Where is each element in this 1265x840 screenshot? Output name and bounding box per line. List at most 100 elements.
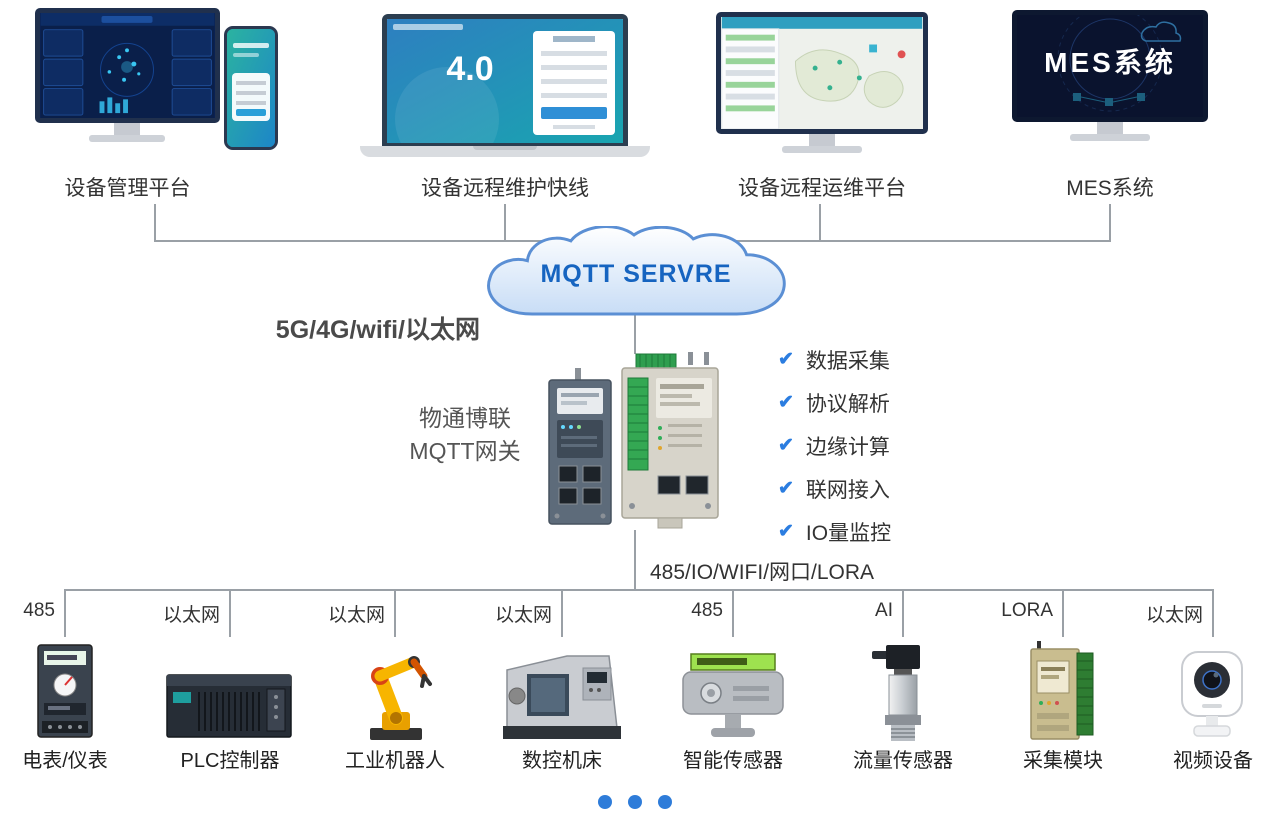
monitor-stand: [114, 123, 140, 135]
monitor-stand: [1097, 122, 1123, 134]
connector-platform2-stub: [504, 204, 506, 241]
device-acquisition-module: [988, 635, 1138, 743]
feature-text: 联网接入: [805, 478, 890, 502]
connector-drop-4: [561, 589, 563, 637]
laptop-bigtext: 4.0: [446, 50, 494, 88]
gateway-large-icon: [621, 352, 719, 529]
cloud-icon: [487, 225, 786, 316]
gateway-name-line2: MQTT网关: [409, 438, 521, 465]
cnc-machine-icon: [503, 655, 621, 739]
device-label-smart-sensor: 智能传感器: [683, 750, 783, 772]
gateway-name: 物通博联 MQTT网关: [394, 402, 536, 469]
laptop-base: [360, 146, 650, 157]
laptop-screen-graphic: [387, 19, 623, 143]
dashboard-screen-graphic: [40, 13, 215, 118]
uplink-protocol-label: 5G/4G/wifi/以太网: [275, 316, 480, 344]
platform-label-remote-om: 设备远程运维平台: [738, 177, 906, 200]
acquisition-module-icon: [1030, 641, 1094, 740]
conn-label-2: 以太网: [162, 605, 220, 626]
connector-bottom-bus: [64, 589, 1214, 591]
downlink-protocol-label: 485/IO/WIFI/网口/LORA: [650, 561, 875, 584]
connector-drop-5: [732, 589, 734, 637]
video-camera-icon: [1181, 651, 1243, 737]
device-video-camera: [1138, 635, 1265, 743]
monitor-stand-base: [1070, 134, 1150, 141]
connector-platform4-stub: [1109, 204, 1111, 241]
connector-platform3-stub: [819, 204, 821, 241]
device-electric-meter: [0, 635, 140, 743]
feature-item: ✔ 协议解析: [778, 381, 891, 424]
platform-label-remote-maintenance: 设备远程维护快线: [421, 177, 589, 200]
connector-drop-3: [394, 589, 396, 637]
platform-label-mes: MES系统: [1066, 177, 1154, 200]
gateway-name-line1: 物通博联: [419, 405, 511, 431]
gateway-feature-list: ✔ 数据采集 ✔ 协议解析 ✔ 边缘计算 ✔ 联网接入 ✔ IO量监控: [778, 338, 891, 553]
device-management-monitor: [35, 8, 220, 123]
connector-gateway-to-bus: [634, 530, 636, 591]
feature-item: ✔ 数据采集: [778, 338, 891, 381]
smart-sensor-icon: [682, 653, 784, 737]
device-label-flow-sensor: 流量传感器: [853, 750, 953, 772]
connector-drop-2: [229, 589, 231, 637]
check-icon: ✔: [778, 349, 794, 370]
mobile-phone: [224, 26, 278, 150]
gateway-small-icon: [548, 368, 612, 525]
conn-label-1: 485: [23, 600, 55, 621]
industrial-robot-icon: [370, 656, 432, 740]
connector-drop-1: [64, 589, 66, 637]
conn-label-4: 以太网: [494, 605, 552, 626]
mqtt-gateway-small: [545, 368, 615, 528]
device-label-electric-meter: 电表/仪表: [22, 750, 108, 772]
cloud-label: MQTT SERVRE: [540, 259, 732, 288]
connector-cloud-to-gateway: [634, 312, 636, 354]
conn-label-6: AI: [875, 600, 893, 621]
conn-label-8: 以太网: [1145, 605, 1203, 626]
mes-monitor: [1012, 10, 1208, 122]
device-flow-sensor: [828, 635, 978, 743]
check-icon: ✔: [778, 521, 794, 542]
mqtt-gateway-large: [618, 352, 723, 534]
device-label-acquisition-module: 采集模块: [1023, 750, 1103, 772]
conn-label-5: 485: [691, 600, 723, 621]
feature-item: ✔ IO量监控: [778, 510, 891, 553]
electric-meter-icon: [37, 644, 93, 738]
check-icon: ✔: [778, 478, 794, 499]
conn-label-7: LORA: [1001, 600, 1053, 621]
mes-screen-graphic: [1017, 15, 1203, 117]
device-cnc-machine: [487, 635, 637, 743]
device-label-cnc-machine: 数控机床: [522, 750, 602, 772]
pagination-dot-2[interactable]: [628, 795, 642, 809]
mqtt-cloud: MQTT SERVRE: [478, 225, 794, 322]
phone-screen-graphic: [227, 29, 275, 147]
pagination-dot-1[interactable]: [598, 795, 612, 809]
connector-platform1-stub: [154, 204, 156, 241]
device-label-plc: PLC控制器: [180, 750, 280, 772]
map-screen-graphic: [721, 17, 923, 129]
feature-item: ✔ 边缘计算: [778, 424, 891, 467]
device-plc: [155, 635, 305, 743]
device-industrial-robot: [320, 635, 470, 743]
remote-om-monitor: [716, 12, 928, 134]
monitor-stand-base: [89, 135, 165, 142]
connector-drop-8: [1212, 589, 1214, 637]
mes-screen-title: MES系统: [1044, 47, 1176, 78]
pagination-dot-3[interactable]: [658, 795, 672, 809]
connector-drop-6: [902, 589, 904, 637]
conn-label-3: 以太网: [327, 605, 385, 626]
feature-text: 数据采集: [805, 349, 890, 373]
feature-item: ✔ 联网接入: [778, 467, 891, 510]
monitor-stand-base: [782, 146, 862, 153]
connector-drop-7: [1062, 589, 1064, 637]
device-label-industrial-robot: 工业机器人: [345, 750, 445, 772]
feature-text: 协议解析: [805, 392, 890, 416]
check-icon: ✔: [778, 435, 794, 456]
platform-label-device-management: 设备管理平台: [64, 177, 191, 200]
device-label-video-camera: 视频设备: [1173, 750, 1253, 772]
device-smart-sensor: [658, 635, 808, 743]
plc-icon: [166, 674, 292, 738]
flow-sensor-icon: [872, 645, 921, 741]
feature-text: 边缘计算: [805, 435, 890, 459]
feature-text: IO量监控: [805, 521, 892, 545]
check-icon: ✔: [778, 392, 794, 413]
